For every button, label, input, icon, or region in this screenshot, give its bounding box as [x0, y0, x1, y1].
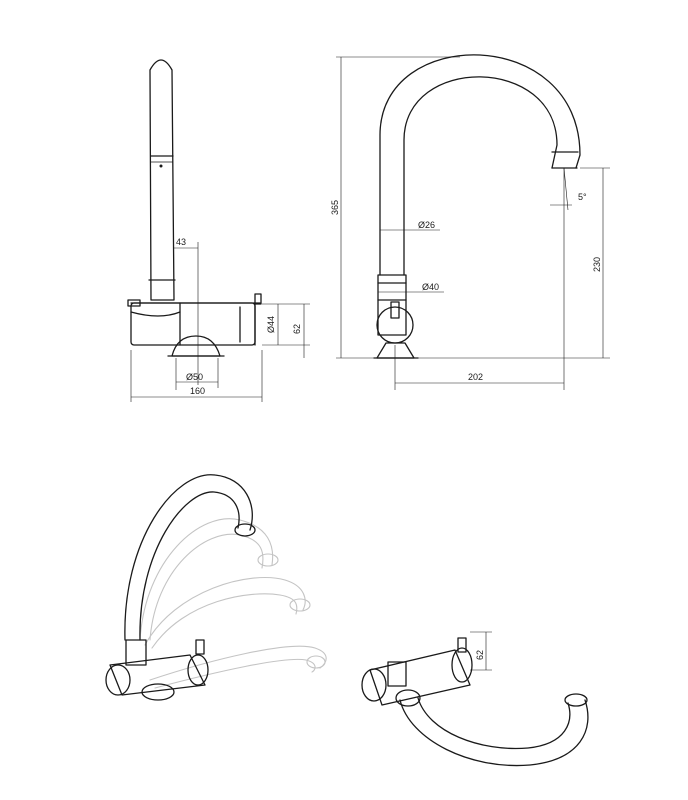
perspective-body — [109, 654, 206, 696]
folded-body — [369, 649, 471, 706]
front-base-dome — [171, 335, 221, 357]
dim-62-label: 62 — [292, 324, 302, 334]
folded-spout — [399, 699, 589, 767]
dim-230-label: 230 — [592, 257, 602, 272]
folded-perspective-view: 62 — [361, 631, 589, 767]
side-base — [376, 342, 415, 359]
side-spout-tube — [379, 54, 581, 276]
dim-50-label: Ø50 — [186, 372, 203, 382]
perspective-spout — [124, 474, 253, 641]
dim-160-label: 160 — [190, 386, 205, 396]
front-body — [130, 302, 256, 346]
front-lever — [254, 293, 262, 305]
side-view: 5° Ø26 Ø40 365 230 202 — [330, 54, 610, 390]
front-view: 43 Ø44 62 Ø50 160 — [127, 59, 310, 402]
dim-40-label: Ø40 — [422, 282, 439, 292]
swivel-perspective-view — [105, 474, 327, 701]
dim-365-label: 365 — [330, 200, 340, 215]
dim-26-label: Ø26 — [418, 220, 435, 230]
dim-43-label: 43 — [176, 237, 186, 247]
dim-5deg-label: 5° — [578, 192, 587, 202]
front-spout-tube — [149, 59, 175, 301]
side-body — [377, 274, 407, 336]
dim-44-label: Ø44 — [266, 316, 276, 333]
dim-202-label: 202 — [468, 372, 483, 382]
dim-62b-label: 62 — [475, 650, 485, 660]
side-handle-knob — [376, 306, 414, 344]
